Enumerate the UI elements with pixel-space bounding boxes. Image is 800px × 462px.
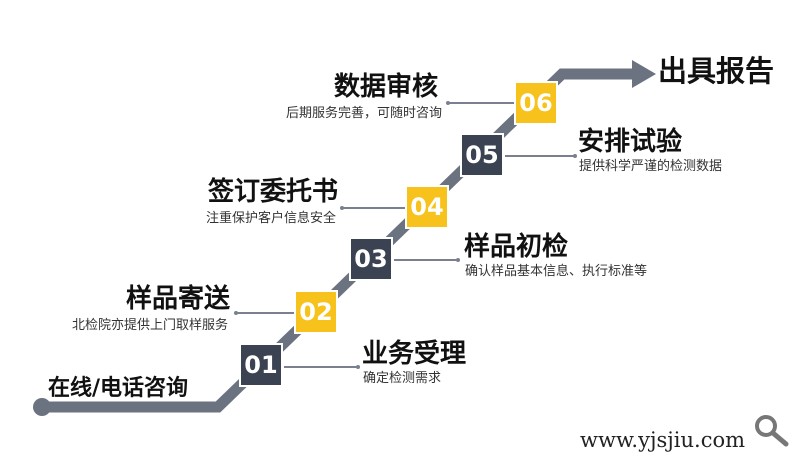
step-02-connector: [234, 311, 294, 315]
step-01-connector: [284, 365, 360, 369]
step-03-subtitle: 确认样品基本信息、执行标准等: [465, 264, 648, 279]
step-01-subtitle: 确定检测需求: [363, 371, 442, 386]
step-04-connector: [340, 206, 405, 210]
step-06-title: 数据审核: [333, 72, 438, 102]
step-03-title: 样品初检: [464, 232, 569, 262]
step-06-subtitle: 后期服务完善，可随时咨询: [285, 106, 442, 121]
start-label: 在线/电话咨询: [48, 376, 189, 401]
step-05-subtitle: 提供科学严谨的检测数据: [579, 159, 723, 174]
end-label: 出具报告: [658, 54, 775, 88]
step-03-badge: 03: [351, 239, 391, 279]
step-05-badge: 05: [462, 135, 502, 175]
step-04-subtitle: 注重保护客户信息安全: [205, 211, 336, 226]
arrow-head-icon: [632, 60, 656, 88]
step-01-title: 业务受理: [362, 339, 467, 369]
watermark-text: www.yjsjiu.com: [580, 428, 746, 452]
step-01-badge: 01: [241, 345, 281, 385]
step-04-title: 签订委托书: [207, 177, 338, 207]
step-06-connector: [446, 101, 514, 105]
step-02-badge: 02: [296, 292, 336, 332]
step-03-connector: [394, 258, 460, 262]
step-02-subtitle: 北检院亦提供上门取样服务: [71, 318, 228, 333]
step-05-title: 安排试验: [578, 127, 683, 157]
step-04-badge: 04: [407, 187, 447, 227]
step-02-title: 样品寄送: [125, 284, 230, 314]
step-06-badge: 06: [516, 83, 556, 123]
step-05-connector: [505, 154, 577, 158]
magnifier-icon: [755, 415, 789, 447]
